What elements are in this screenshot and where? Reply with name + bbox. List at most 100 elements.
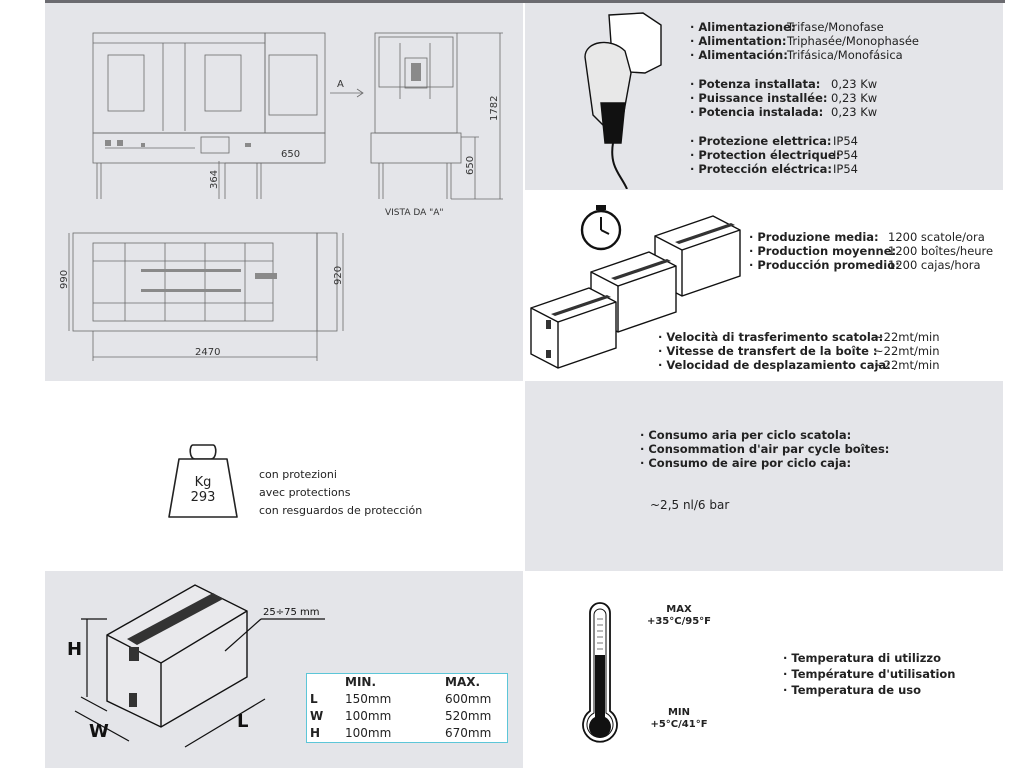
- table-cell: L: [310, 692, 318, 706]
- weight-note: avec protections: [259, 486, 351, 499]
- power-value: IP54: [833, 162, 858, 176]
- speed-value: ~22mt/min: [874, 358, 940, 372]
- power-panel: · Alimentazione:Trifase/Monofase · Alime…: [525, 3, 1003, 190]
- weight-unit: Kg: [194, 475, 212, 490]
- power-label: · Alimentation:: [690, 34, 787, 48]
- speed-spec: · Velocità di trasferimento scatola:~22m…: [658, 330, 940, 372]
- power-label: · Alimentación:: [690, 48, 788, 62]
- production-spec: · Produzione media: 1200 scatole/ora · Pr…: [749, 230, 993, 272]
- weight-note: con protezioni: [259, 468, 337, 481]
- drawing-panel: 650 364 1782 650 A VISTA DA "A" 990 920 …: [45, 3, 523, 381]
- table-cell: 150mm: [345, 692, 392, 706]
- table-cell: 670mm: [445, 726, 492, 740]
- speed-label: · Vitesse de transfert de la boîte :: [658, 344, 878, 358]
- production-value: 1200 boîtes/heure: [888, 244, 994, 258]
- power-label: · Protección eléctrica:: [690, 162, 832, 176]
- table-header: MIN. MAX.: [307, 674, 507, 691]
- dim-364: 364: [209, 170, 220, 189]
- dim-650-side: 650: [465, 156, 476, 175]
- production-label: · Production moyenne:: [749, 244, 897, 258]
- production-value: 1200 cajas/hora: [888, 258, 981, 272]
- speed-value: ~22mt/min: [874, 330, 940, 344]
- speed-value: ~22mt/min: [874, 344, 940, 358]
- temp-max-block: MAX +35°C/95°F: [638, 604, 720, 628]
- dim-650-top: 650: [281, 149, 300, 160]
- production-label: · Producción promedio:: [749, 258, 900, 272]
- table-cell: 600mm: [445, 692, 492, 706]
- power-value: 0,23 Kw: [831, 91, 878, 105]
- power-value: Trifásica/Monofásica: [787, 48, 903, 62]
- power-label: · Alimentazione:: [690, 20, 796, 34]
- boxes-conveyor-illustration: [530, 205, 741, 369]
- production-panel: · Produzione media: 1200 scatole/ora · Pr…: [525, 190, 1003, 380]
- table-row: W 100mm 520mm: [307, 708, 507, 725]
- temperature-label: · Température d'utilisation: [783, 667, 956, 681]
- length-label: L: [237, 711, 248, 732]
- top-border: [45, 0, 1005, 3]
- power-value: IP54: [833, 134, 858, 148]
- speed-label: · Velocità di trasferimento scatola:: [658, 330, 884, 344]
- dim-920: 920: [333, 266, 344, 285]
- temp-min-value: +5°C/41°F: [650, 719, 708, 730]
- power-label: · Potencia instalada:: [690, 105, 824, 119]
- table-row: H 100mm 670mm: [307, 725, 507, 742]
- power-spec-group-2: · Potenza installata: 0,23 Kw · Puissance…: [690, 77, 877, 119]
- power-label: · Puissance installée:: [690, 91, 828, 105]
- weight-value: 293: [190, 490, 216, 505]
- power-spec-group-1: · Alimentazione:Trifase/Monofase · Alime…: [690, 20, 919, 62]
- temp-min-label: MIN: [667, 707, 691, 718]
- temperature-label: · Temperatura de uso: [783, 683, 922, 697]
- temperature-label: · Temperatura di utilizzo: [783, 651, 942, 665]
- power-label: · Protection électrique:: [690, 148, 841, 162]
- power-value: Trifase/Monofase: [787, 20, 884, 34]
- power-value: Triphasée/Monophasée: [787, 34, 919, 48]
- vista-label: VISTA DA "A": [385, 208, 444, 218]
- table-cell: H: [310, 726, 321, 740]
- temperature-panel: MAX +35°C/95°F MIN +5°C/41°F · Temperatu…: [525, 571, 1003, 768]
- table-header-cell: MIN.: [345, 675, 377, 689]
- height-label: H: [67, 639, 82, 660]
- weight-panel: Kg 293 con protezioni avec protections c…: [45, 381, 523, 571]
- box-dimension-table: MIN. MAX. L 150mm 600mm W 100mm 520mm H …: [306, 673, 508, 743]
- power-label: · Potenza installata:: [690, 77, 821, 91]
- dim-990: 990: [59, 270, 70, 289]
- box-dimension-drawing: H W L 25÷75 mm: [67, 584, 325, 748]
- air-label: · Consommation d'air par cycle boîtes:: [640, 442, 890, 456]
- width-label: W: [89, 721, 109, 742]
- power-value: 0,23 Kw: [831, 105, 878, 119]
- power-plug-icon: [584, 12, 662, 189]
- air-label: · Consumo aria per ciclo scatola:: [640, 428, 852, 442]
- power-value: IP54: [833, 148, 858, 162]
- weight-notes: con protezioni avec protections con resg…: [259, 466, 422, 520]
- table-cell: 100mm: [345, 709, 392, 723]
- power-spec-group-3: · Protezione elettrica:IP54 · Protection…: [690, 134, 858, 176]
- air-labels: · Consumo aria per ciclo scatola: · Cons…: [640, 428, 889, 470]
- table-row: L 150mm 600mm: [307, 691, 507, 708]
- power-value: 0,23 Kw: [831, 77, 878, 91]
- temp-max-value: +35°C/95°F: [646, 616, 712, 627]
- power-label: · Protezione elettrica:: [690, 134, 832, 148]
- air-panel: · Consumo aria per ciclo scatola: · Cons…: [525, 381, 1003, 571]
- stopwatch-icon: [580, 205, 622, 251]
- weight-note: con resguardos de protección: [259, 504, 423, 517]
- production-label: · Produzione media:: [749, 230, 879, 244]
- production-value: 1200 scatole/ora: [888, 230, 985, 244]
- table-cell: 520mm: [445, 709, 492, 723]
- machine-drawing: 650 364 1782 650 A VISTA DA "A" 990 920 …: [59, 32, 503, 361]
- table-cell: W: [310, 709, 324, 723]
- weight-value-block: Kg 293: [167, 475, 239, 505]
- arrow-a-label: A: [337, 79, 344, 90]
- thermometer-icon: [582, 602, 618, 743]
- dim-1782: 1782: [489, 96, 500, 121]
- tape-width-label: 25÷75 mm: [263, 607, 320, 618]
- speed-label: · Velocidad de desplazamiento caja:: [658, 358, 891, 372]
- table-cell: 100mm: [345, 726, 392, 740]
- dim-2470: 2470: [195, 347, 220, 358]
- air-label: · Consumo de aire por ciclo caja:: [640, 456, 852, 470]
- air-value: ~2,5 nl/6 bar: [650, 498, 730, 512]
- table-header-cell: MAX.: [445, 675, 481, 689]
- temp-max-label: MAX: [666, 604, 692, 615]
- temperature-labels: · Temperatura di utilizzo · Température …: [783, 650, 956, 698]
- temp-min-block: MIN +5°C/41°F: [638, 707, 720, 731]
- weight-icon: [168, 444, 238, 518]
